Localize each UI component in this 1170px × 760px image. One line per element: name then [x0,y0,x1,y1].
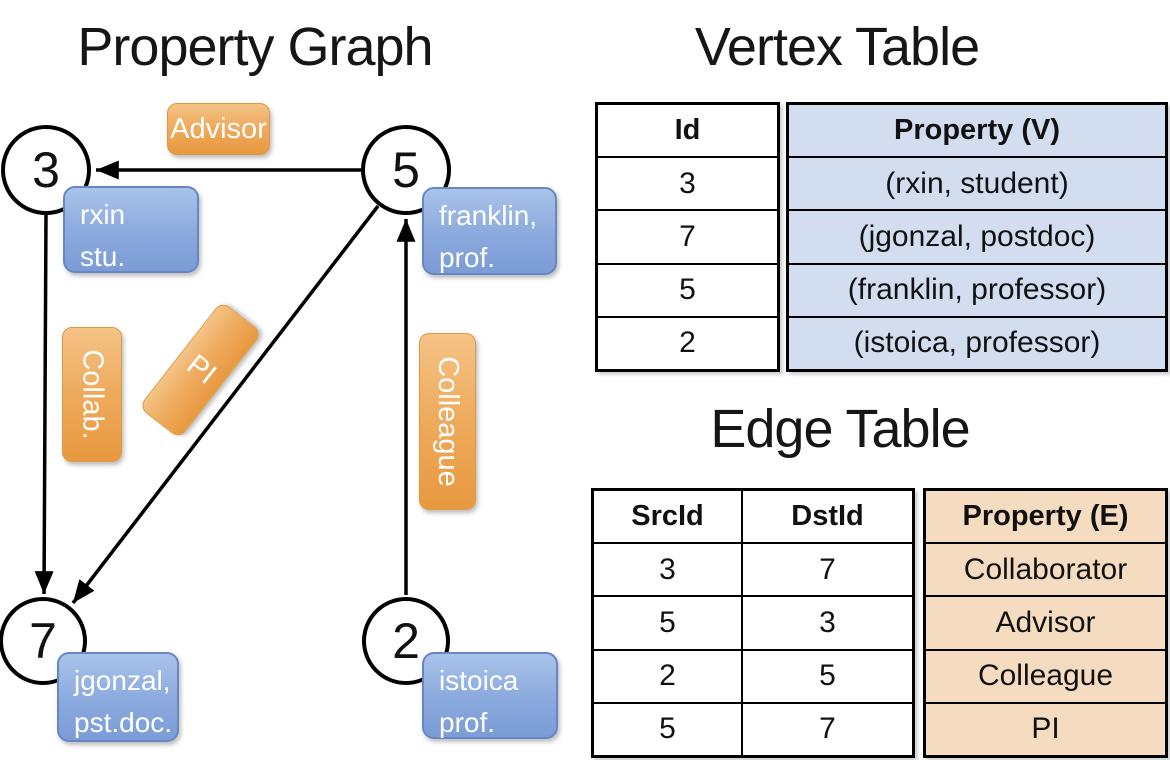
edge-collab-arrow [34,213,54,595]
vertex-prop-rxin-line1: rxin [80,199,126,230]
edge-table-title: Edge Table [710,399,970,459]
vertex-table-id-cell: 2 [679,326,696,360]
vertex-table-property-cell: (istoica, professor) [853,326,1101,360]
vertex-table-property-cell: (franklin, professor) [789,265,1165,318]
edge-table-property-cell: Advisor [926,597,1165,651]
edge-table-dstid-cell: 3 [819,606,836,639]
vertex-table-property-cell: (jgonzal, postdoc) [789,211,1165,265]
edge-table-property-cell: Collaborator [926,544,1165,598]
vertex-table-id-header: Id [598,105,777,159]
vertex-prop-franklin-line1: franklin, [439,200,538,231]
edge-label-collab: Collab. [62,327,122,462]
edge-label-collab-text: Collab. [76,349,109,440]
edge-label-advisor: Advisor [167,103,270,155]
edge-table-srcid-cell: 3 [594,544,743,596]
vertex-prop-franklin-line2: prof. [439,242,496,273]
vertex-prop-rxin-line2: stu. [80,241,126,272]
vertex-table-property-header: Property (V) [789,105,1165,159]
vertex-prop-jgonzal-line2: pst.doc. [74,707,173,738]
edge-label-colleague-text: Colleague [432,356,465,487]
edge-label-colleague: Colleague [419,333,476,510]
vertex-table-property-column: Property (V) (rxin, student) (jgonzal, p… [786,102,1168,372]
vertex-node-5-id: 5 [392,142,420,198]
vertex-prop-jgonzal-line1: jgonzal, [74,665,171,696]
vertex-prop-box-jgonzal: jgonzal, pst.doc. [57,652,179,742]
graph-edges-layer [34,160,416,605]
edge-label-pi-text: PI [180,348,222,391]
edge-table-ids-row: 3 7 [594,544,912,598]
edge-table-property-column: Property (E) Collaborator Advisor Collea… [923,488,1168,758]
vertex-table-title: Vertex Table [694,17,980,77]
edge-table-srcid-cell: 5 [594,703,743,756]
edge-table-srcid-cell: 5 [594,597,743,649]
vertex-table-id-column: Id 3 7 5 2 [595,102,780,372]
vertex-prop-box-franklin: franklin, prof. [422,187,557,275]
edge-table-ids-row: 2 5 [594,650,912,704]
edge-pi-arrow [71,204,380,605]
vertex-prop-istoica-line1: istoica [439,665,519,696]
edge-table-dstid-cell: 7 [819,552,836,586]
edge-table-srcid-cell: 2 [594,650,743,702]
property-graph-title: Property Graph [77,17,433,77]
vertex-node-5: 5 [361,125,451,215]
edge-table-property-header: Property (E) [926,491,1165,545]
vertex-table-id-cell: 3 [598,158,777,212]
edge-label-advisor-text: Advisor [170,112,267,145]
edge-table-property-cell: PI [1031,712,1060,746]
edge-table-ids-header-row: SrcId DstId [594,491,912,545]
edge-table-ids-columns: SrcId DstId 3 7 5 3 2 5 5 7 [591,488,915,758]
vertex-node-3-id: 3 [32,142,60,198]
vertex-table-id-cell: 5 [598,265,777,318]
vertex-prop-box-istoica: istoica prof. [422,652,558,739]
vertex-table-id-cell: 7 [598,211,777,265]
vertex-node-2-id: 2 [392,613,420,669]
edge-table-property-cell: Colleague [926,651,1165,704]
vertex-table-property-cell: (rxin, student) [789,158,1165,212]
vertex-node-7-id: 7 [29,613,57,669]
vertex-prop-istoica-line2: prof. [439,707,496,738]
edge-table-dstid-cell: 5 [819,659,836,693]
edge-table-srcid-header: SrcId [594,491,743,543]
edge-table-ids-row: 5 3 [594,597,912,651]
edge-table-dstid-cell: 7 [819,712,836,746]
edge-table-ids-row: 5 7 [594,703,912,756]
vertex-node-2: 2 [362,597,450,685]
edge-table-dstid-header: DstId [791,500,864,533]
vertex-prop-box-rxin: rxin stu. [63,186,199,273]
